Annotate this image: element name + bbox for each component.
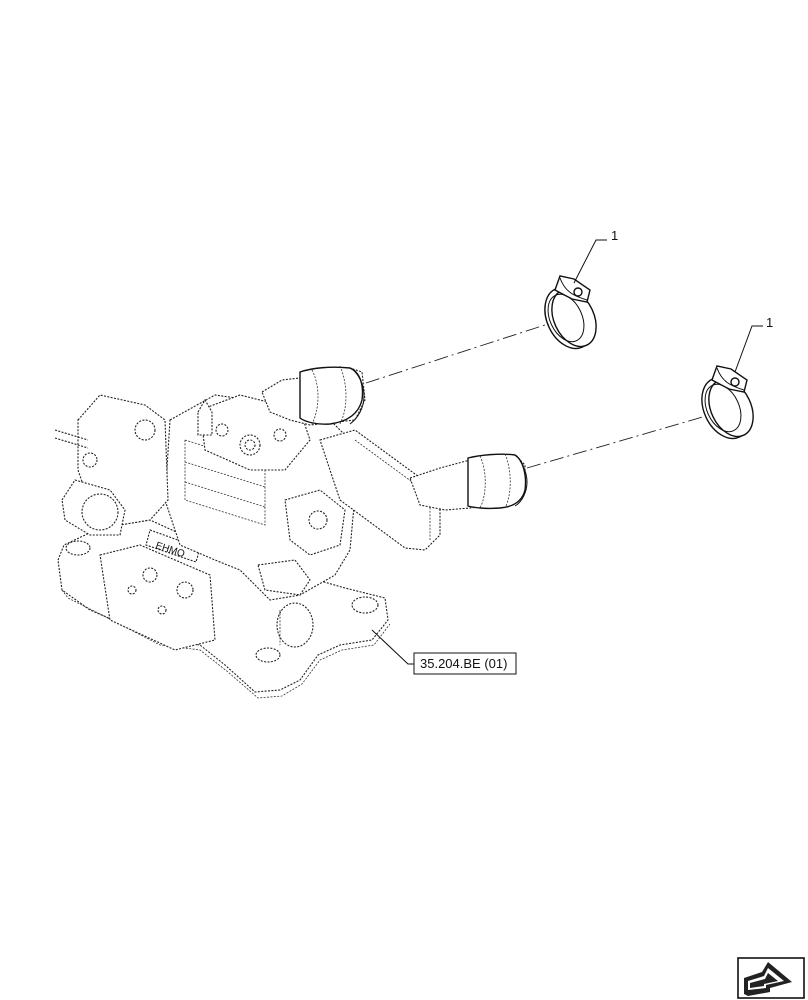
hose-clamp-upper	[544, 275, 597, 350]
centerline-upper	[365, 323, 549, 384]
leader-item-1-top	[573, 239, 607, 284]
reference-box	[413, 652, 517, 675]
next-page-arrow-icon[interactable]	[737, 957, 805, 999]
leader-item-1-bottom	[734, 325, 763, 373]
leader-reference	[371, 629, 414, 665]
hose-clamp-lower	[701, 365, 754, 440]
callout-item-1-bottom: 1	[766, 315, 773, 330]
control-valve-assembly: EHMO	[54, 365, 528, 699]
callout-item-1-top: 1	[611, 228, 618, 243]
reference-label[interactable]: 35.204.BE (01)	[420, 656, 507, 671]
centerline-lower	[526, 415, 707, 469]
